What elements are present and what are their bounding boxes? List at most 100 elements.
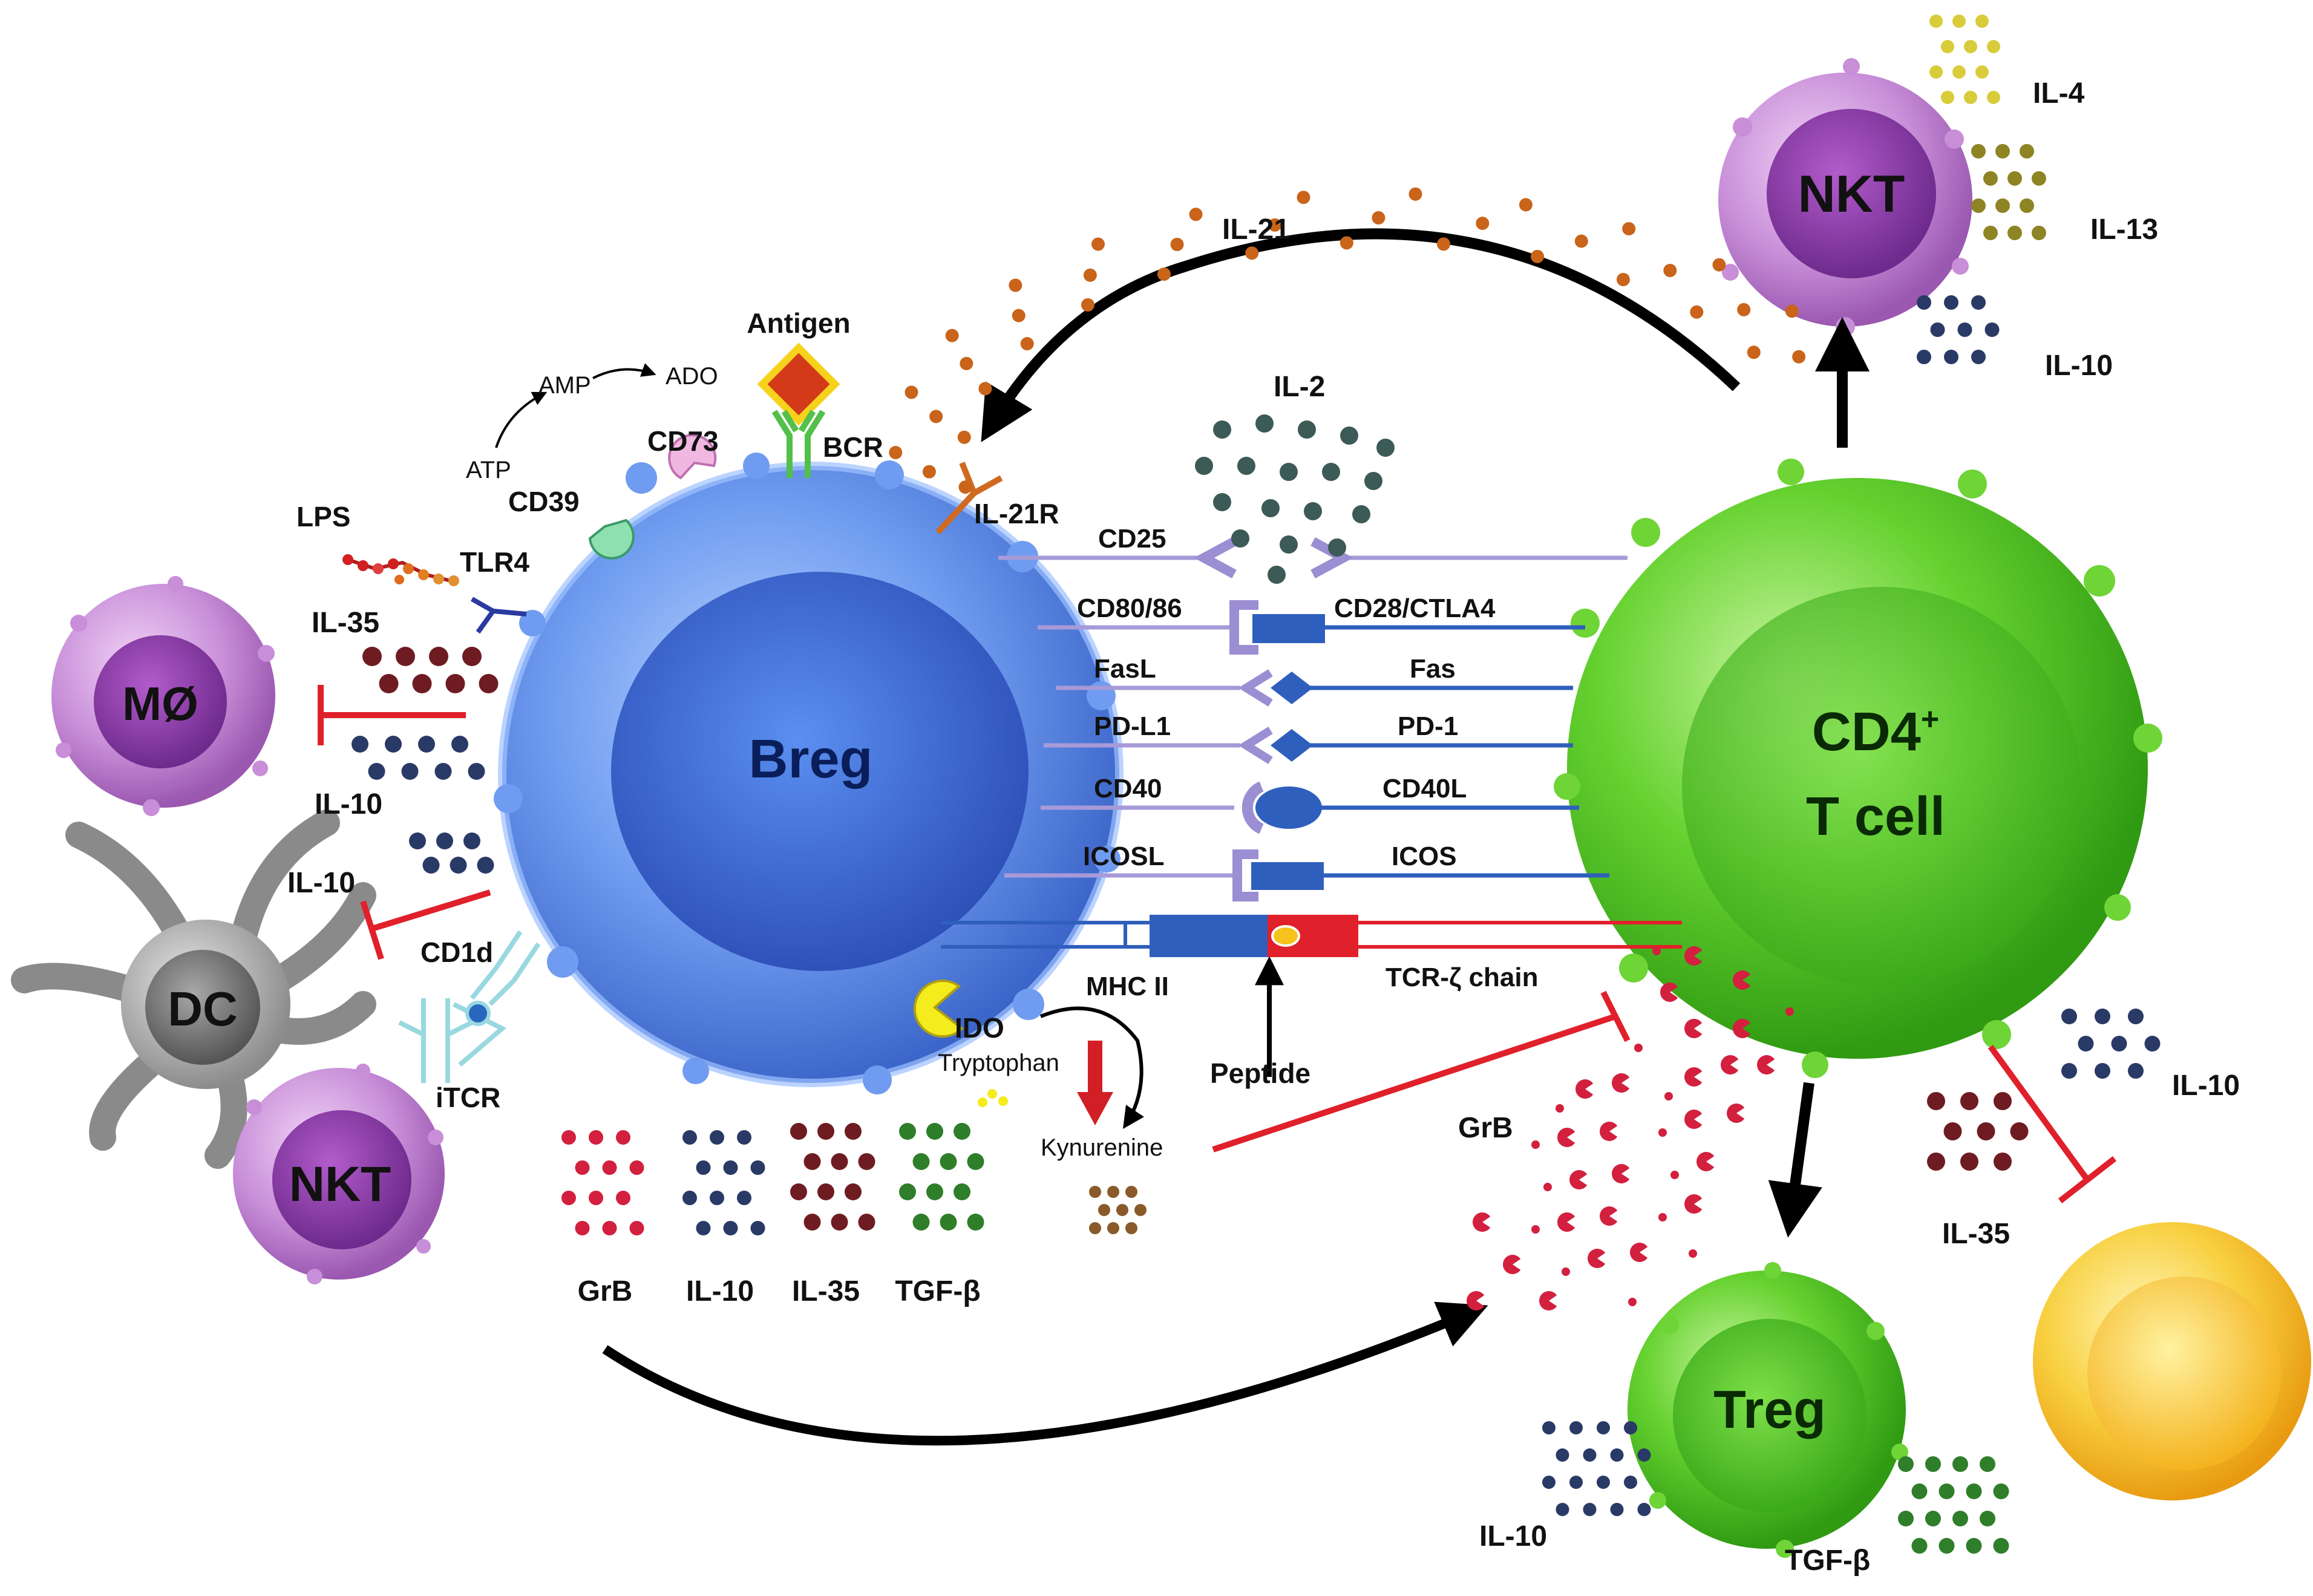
- il35-dot: [803, 1153, 821, 1170]
- il10-dot: [1569, 1421, 1583, 1434]
- grb-dot: [1689, 1249, 1697, 1258]
- treg-label: Treg: [1713, 1379, 1826, 1439]
- tgfb-dot: [1952, 1511, 1968, 1526]
- il21-dot: [922, 465, 936, 479]
- il2-dot: [1237, 457, 1255, 475]
- il35-dot: [479, 674, 499, 693]
- mhc-tcr-complex: [941, 915, 1682, 957]
- il10-dot: [2128, 1063, 2144, 1079]
- grb-dot: [589, 1130, 603, 1145]
- grb-dot: [1467, 1290, 1485, 1310]
- il10-dot: [737, 1130, 751, 1145]
- tgfb-dot: [1925, 1511, 1941, 1526]
- inhibit-target-cell: [1987, 1045, 2117, 1203]
- il4-dot: [1975, 65, 1989, 79]
- il21-dot: [1408, 187, 1422, 201]
- tgfb-dot: [926, 1123, 943, 1140]
- grb-dot: [616, 1191, 630, 1205]
- il2-dot: [1213, 493, 1231, 511]
- il10-dot: [450, 857, 467, 874]
- il10-dot: [2078, 1036, 2094, 1051]
- il35-dot: [445, 674, 465, 693]
- il10-dot: [1542, 1421, 1556, 1434]
- lps-chain-icon: [342, 554, 459, 586]
- tlr4-receptor-icon: [471, 597, 527, 634]
- tgfb-dot: [1898, 1456, 1914, 1472]
- lps-label: LPS: [296, 501, 350, 532]
- peptide-label: Peptide: [1210, 1058, 1310, 1089]
- il10-dot: [451, 736, 468, 753]
- grb-dot: [1557, 1212, 1575, 1232]
- nkt-cell-left: [233, 1064, 445, 1284]
- il4-dot: [1929, 65, 1943, 79]
- il21-dot: [1268, 218, 1282, 232]
- grb-dot: [1696, 1152, 1715, 1171]
- atp-to-amp-arrow: [495, 391, 548, 448]
- il2-dot: [1340, 427, 1358, 445]
- il10-dot: [1637, 1503, 1651, 1516]
- pair-left-4: CD40: [1094, 774, 1162, 803]
- grb-dot: [1652, 947, 1661, 955]
- il10-dot: [477, 857, 494, 874]
- il10-dot: [1917, 295, 1931, 310]
- il35-dot: [831, 1214, 848, 1231]
- grb-dot: [1556, 1104, 1564, 1113]
- il10-nkt-label: IL-10: [2045, 350, 2113, 382]
- cytokine-dots: [352, 15, 2161, 1554]
- ado-label: ADO: [666, 363, 718, 390]
- il10-dot: [2061, 1009, 2077, 1024]
- il35-dot: [845, 1183, 862, 1200]
- il10-dot: [352, 736, 368, 753]
- il21-dot: [1663, 264, 1677, 278]
- il35-dot: [1927, 1092, 1945, 1110]
- kynurenine-dot: [1125, 1222, 1137, 1234]
- il21-dot: [1020, 337, 1034, 351]
- grb-dot: [1611, 1164, 1630, 1184]
- il35-dot: [845, 1123, 862, 1140]
- tgfb-dot: [1925, 1456, 1941, 1472]
- tgfb-dot: [1980, 1456, 1995, 1472]
- amp-label: AMP: [538, 372, 591, 399]
- tgfb-dot: [899, 1183, 916, 1200]
- grb-dot: [1575, 1079, 1594, 1099]
- il13-dot: [1971, 144, 1986, 159]
- pair-left-1: CD80/86: [1077, 594, 1182, 623]
- tgfb-dot: [1993, 1483, 2009, 1499]
- il10-dot: [401, 763, 419, 780]
- grb-dot: [1785, 1007, 1794, 1016]
- il4-dot: [1987, 40, 2000, 53]
- secreted-tgfb: TGF-β: [895, 1275, 980, 1307]
- fas-receptor: [1271, 672, 1313, 704]
- cd28-ctla4-receptor: [1252, 614, 1325, 643]
- il10-dot: [1624, 1476, 1637, 1489]
- il4-dot: [1952, 65, 1966, 79]
- inhibit-macrophage: [318, 685, 466, 745]
- breg-cell: [494, 453, 1124, 1094]
- tryptophan-down-arrowhead: [1077, 1092, 1113, 1125]
- il10-dot: [422, 857, 440, 874]
- il35-dot: [790, 1183, 807, 1200]
- tgfb-dot: [926, 1183, 943, 1200]
- il21-dot: [960, 356, 973, 370]
- grb-dot: [602, 1221, 617, 1235]
- il35-dot: [1927, 1153, 1945, 1171]
- il10-dot: [1984, 322, 2000, 337]
- cd40l-ligand: [1255, 787, 1322, 829]
- grb-dot: [1543, 1183, 1552, 1191]
- il21-dot: [1009, 278, 1022, 292]
- grb-dot: [1600, 1206, 1618, 1226]
- il35-dot: [362, 647, 382, 666]
- grb-dot: [1531, 1225, 1540, 1234]
- il2-dot: [1195, 457, 1213, 475]
- il21-dot: [1170, 238, 1184, 252]
- icos-receptor: [1251, 862, 1324, 890]
- il2-dot: [1304, 502, 1322, 520]
- cd4-label-line2: T cell: [1806, 787, 1945, 847]
- tcr-label: TCR-ζ chain: [1386, 963, 1538, 992]
- il2-dot: [1231, 529, 1249, 548]
- il35-dot: [1943, 1122, 1962, 1140]
- breg-to-treg-arrow: [602, 1301, 1488, 1446]
- il13-dot: [1983, 226, 1998, 240]
- il10-rt-label: IL-10: [2172, 1070, 2240, 1102]
